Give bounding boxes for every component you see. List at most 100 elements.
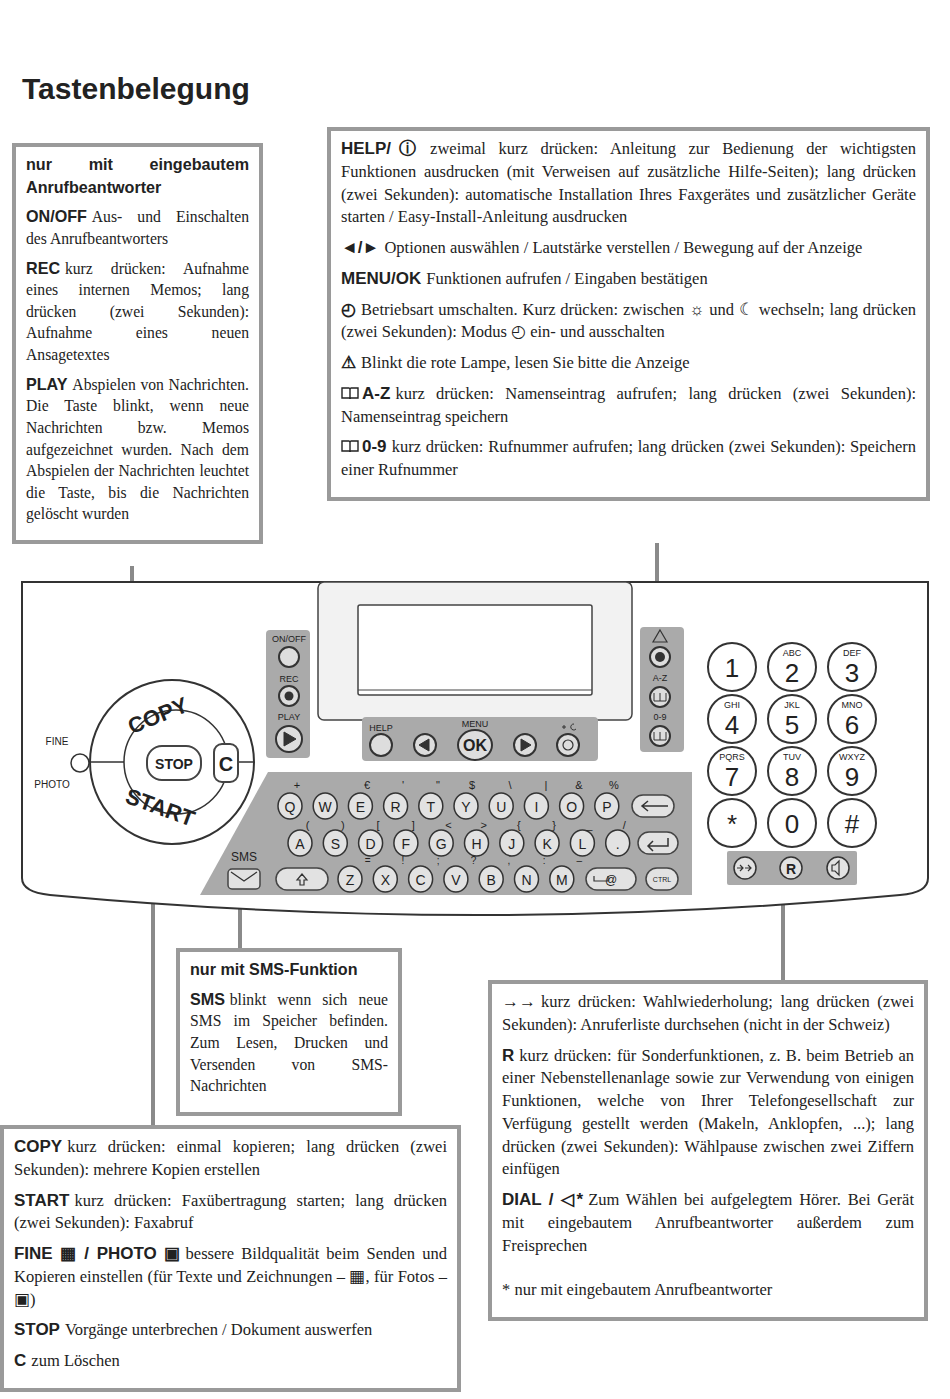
description-paragraph: ◄/►Optionen auswählen / Lautstärke verst… bbox=[341, 236, 916, 260]
button-label: € bbox=[364, 780, 370, 791]
warning-symbol bbox=[653, 630, 667, 642]
display bbox=[358, 605, 592, 695]
redial-symbol bbox=[737, 865, 751, 871]
key bbox=[429, 830, 453, 856]
key bbox=[489, 793, 513, 819]
play-button bbox=[276, 726, 302, 752]
key-description: Vorgänge unterbrechen / Dokument auswerf… bbox=[65, 1320, 372, 1339]
key-name: HELP/ⓘ bbox=[341, 139, 425, 158]
page-title: Tastenbelegung bbox=[22, 72, 250, 106]
button-label: & bbox=[575, 780, 582, 791]
description-paragraph: Rkurz drücken: für Sonderfunktionen, z. … bbox=[502, 1044, 914, 1182]
09-button bbox=[650, 726, 670, 746]
book-icon bbox=[341, 439, 359, 453]
number-key bbox=[828, 747, 876, 795]
button-label: DEF bbox=[843, 649, 861, 658]
menu-panel bbox=[362, 717, 598, 761]
button-label: START bbox=[123, 785, 198, 830]
button-label: E bbox=[356, 800, 365, 814]
ok-button bbox=[458, 730, 492, 760]
warning-lamp bbox=[655, 652, 665, 662]
number-key bbox=[768, 747, 816, 795]
button-label: 8 bbox=[785, 764, 799, 790]
space-key bbox=[586, 868, 636, 890]
key-description: Optionen auswählen / Lautstärke verstell… bbox=[384, 238, 862, 257]
key-name: A-Z bbox=[362, 384, 390, 403]
left-symbol bbox=[419, 739, 429, 751]
play-symbol bbox=[284, 732, 296, 746]
number-key bbox=[708, 643, 756, 691]
onoff-button bbox=[279, 647, 299, 667]
left-button bbox=[414, 734, 436, 756]
key-name: →→ bbox=[502, 992, 536, 1011]
button-label: 5 bbox=[785, 712, 799, 738]
key-name: ON/OFF bbox=[26, 207, 87, 225]
button-label: JKL bbox=[784, 701, 800, 710]
button-label: PQRS bbox=[719, 753, 745, 762]
button-label: $ bbox=[469, 780, 475, 791]
button-label: ; bbox=[437, 856, 440, 866]
key-description: kurz drücken: Wahlwiederholung; lang drü… bbox=[502, 992, 914, 1034]
key-name: ⚠ bbox=[341, 353, 356, 372]
key bbox=[560, 793, 584, 819]
description-paragraph: nur mit SMS-Funktion bbox=[190, 958, 388, 981]
description-paragraph: ⚠Blinkt die rote Lampe, lesen Sie bitte … bbox=[341, 351, 916, 375]
button-label: – bbox=[577, 856, 583, 866]
book-icon bbox=[341, 386, 359, 400]
shift-key bbox=[276, 868, 328, 890]
callout-box: HELP/ⓘzweimal kurz drücken: Anleitung zu… bbox=[327, 127, 930, 501]
description-paragraph: SMSblinkt wenn sich neue SMS im Speicher… bbox=[190, 988, 388, 1097]
description-paragraph: RECkurz drücken: Aufnahme eines internen… bbox=[26, 257, 249, 366]
button-label: _ bbox=[586, 820, 592, 831]
redial-button bbox=[734, 857, 756, 879]
button-label: OK bbox=[463, 738, 487, 754]
button-label: A bbox=[295, 837, 304, 851]
button-label: / bbox=[623, 820, 626, 831]
number-key bbox=[828, 695, 876, 743]
button-label: J bbox=[508, 837, 515, 851]
key bbox=[394, 830, 418, 856]
description-paragraph: STOP Vorgänge unterbrechen / Dokument aus… bbox=[14, 1318, 447, 1342]
button-label: Q bbox=[285, 800, 296, 814]
button-label: REC bbox=[279, 675, 298, 684]
button-label: GHI bbox=[724, 701, 740, 710]
button-label: H bbox=[471, 837, 481, 851]
button-label: STOP bbox=[155, 757, 193, 771]
key bbox=[373, 866, 397, 892]
button-label: 6 bbox=[845, 712, 859, 738]
button-label: < bbox=[445, 820, 451, 831]
book-outline bbox=[342, 388, 358, 399]
button-label: FINE bbox=[46, 737, 69, 747]
key-name: PLAY bbox=[26, 375, 68, 393]
key-description: zum Löschen bbox=[31, 1351, 119, 1370]
az-button bbox=[650, 687, 670, 707]
enter-symbol bbox=[648, 838, 668, 851]
button-label: { bbox=[517, 820, 521, 831]
key-description: Funktionen aufrufen / Eingaben bestätige… bbox=[426, 269, 707, 288]
button-label: : bbox=[543, 856, 546, 866]
description-paragraph: MENU/OKFunktionen aufrufen / Eingaben be… bbox=[341, 267, 916, 291]
button-label: } bbox=[552, 820, 556, 831]
button-label: . bbox=[616, 837, 620, 851]
key-name: ◴ bbox=[341, 300, 356, 319]
key bbox=[409, 866, 433, 892]
button-label: TUV bbox=[783, 753, 801, 762]
key-name: START bbox=[14, 1191, 69, 1210]
button-label: % bbox=[609, 780, 619, 791]
description-paragraph: FINE ▦ / PHOTO ▣bessere Bildqualität bei… bbox=[14, 1242, 447, 1311]
button-label: K bbox=[542, 837, 551, 851]
description-paragraph: 0-9kurz drücken: Rufnummer aufrufen; lan… bbox=[341, 435, 916, 482]
button-label: R bbox=[391, 800, 401, 814]
button-label: HELP bbox=[369, 724, 393, 733]
shift-symbol bbox=[297, 874, 307, 885]
button-label: " bbox=[436, 780, 440, 791]
button-label: M bbox=[556, 873, 568, 887]
button-label: W bbox=[319, 800, 332, 814]
key bbox=[524, 793, 548, 819]
key-name: STOP bbox=[14, 1320, 60, 1339]
number-key bbox=[828, 643, 876, 691]
footnote: * nur mit eingebautem Anrufbeantworter bbox=[502, 1280, 772, 1299]
key bbox=[288, 830, 312, 856]
button-label: C bbox=[416, 873, 426, 887]
button-label: 9 bbox=[845, 764, 859, 790]
